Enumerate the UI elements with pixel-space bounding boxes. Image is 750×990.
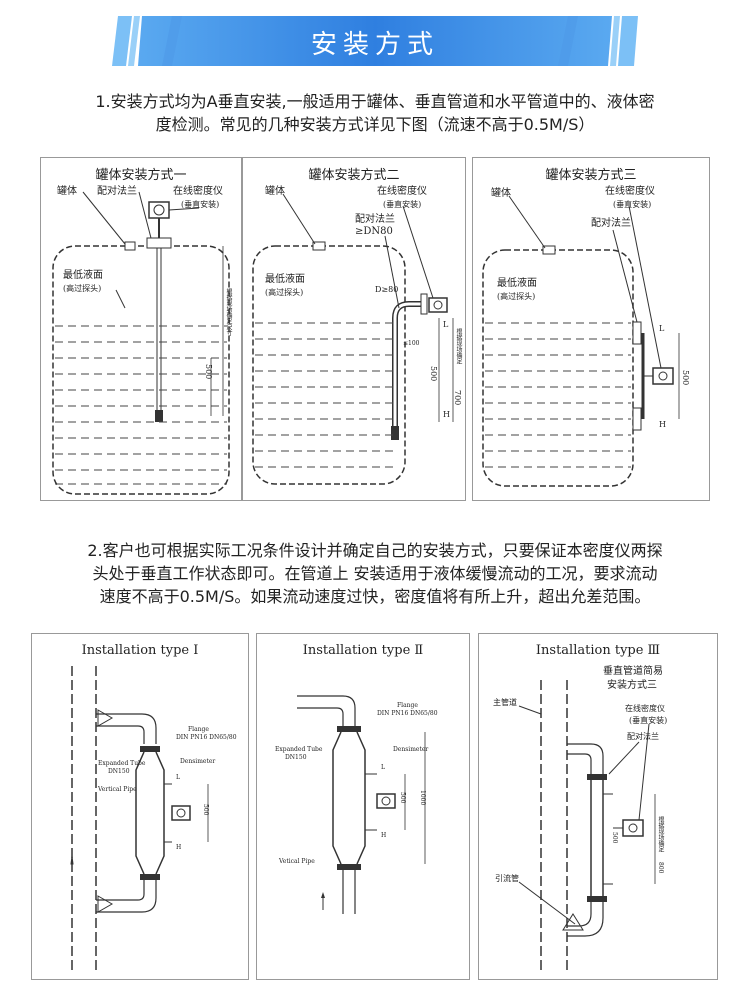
desc-line-3: 速度不高于0.5M/S。如果流动速度过快，密度值将有所上升，超出允差范围。 — [99, 587, 651, 606]
expanded-dn: DN150 — [285, 754, 307, 761]
pipe-panel-1: Installation type Ⅰ Flange DIN PN16 DN65… — [31, 633, 249, 980]
tank-diagram-1 — [52, 191, 230, 495]
tank-panel-1-title: 罐体安装方式一 — [95, 168, 187, 183]
dim-500: 500 — [681, 370, 690, 386]
expanded-dn: DN150 — [108, 768, 130, 775]
main-pipe-label: 主管道 — [493, 698, 517, 707]
intro-line-2: 度检测。常见的几种安装方式详见下图（流速不高于0.5M/S） — [155, 115, 595, 134]
pipe-panel-3-title: Installation type Ⅲ — [535, 643, 661, 658]
flange-spec: DIN PN16 DN65/80 — [377, 710, 438, 717]
tank-diagram-3 — [482, 195, 680, 487]
bypass-label: 引流管 — [495, 874, 519, 883]
tank-label: 罐体 — [57, 186, 77, 197]
device-label: 在线密度仪 — [625, 704, 665, 713]
flange-label: 配对法兰 — [97, 186, 137, 197]
dim-1000: 1000 — [419, 790, 426, 806]
expanded-tube-label: Expanded Tube — [98, 760, 146, 767]
min-level-label: 最低液面 — [497, 278, 537, 289]
vertical-pipe-label: Vertical Pipe — [98, 786, 137, 793]
tank-label: 罐体 — [491, 188, 511, 199]
flange-label: Flange — [397, 702, 418, 709]
min-level-label: 最低液面 — [63, 270, 103, 281]
intro-paragraph: 1.安装方式均为A垂直安装,一般适用于罐体、垂直管道和水平管道中的、液体密 度检… — [40, 90, 710, 136]
pipe-panel-2: Installation type Ⅱ Flange DIN PN16 DN65… — [256, 633, 470, 980]
h-label: H — [381, 832, 387, 839]
device-label: 在线密度仪 — [605, 186, 655, 197]
dn-label: ≥DN80 — [355, 226, 393, 237]
min-level-label: 最低液面 — [265, 274, 305, 285]
l-label: L — [176, 774, 180, 781]
flange-spec: DIN PN16 DN65/80 — [176, 734, 237, 741]
densimeter-label: Densimeter — [393, 746, 429, 753]
d-label: D≥80 — [375, 285, 399, 294]
pipe-diagram-2 — [297, 695, 426, 914]
tank-label: 罐体 — [265, 186, 285, 197]
tank-panel-2: 罐体安装方式二 罐体 在线密度仪 (垂直安装) 配对法兰 ≥DN80 D≥80 … — [242, 157, 466, 501]
subtitle-line-1: 垂直管道简易 — [603, 666, 663, 677]
vertical-pipe-label: Vetical Pipe — [279, 858, 315, 865]
subtitle-line-2: 安装方式三 — [607, 680, 657, 691]
dim-500: 500 — [399, 792, 406, 804]
dim-500: 500 — [611, 832, 618, 844]
dim-note: 根据现场确定 — [657, 816, 664, 852]
flange-label: 配对法兰 — [627, 732, 659, 741]
pipe-panel-2-title: Installation type Ⅱ — [302, 643, 424, 658]
h-label: H — [443, 410, 450, 419]
tank-panel-3-title: 罐体安装方式三 — [545, 168, 637, 183]
desc-line-1: 2.客户也可根据实际工况条件设计并确定自己的安装方式，只要保证本密度仪两探 — [87, 541, 663, 560]
device-note: (垂直安装) — [629, 716, 668, 725]
dim-note: 根据现场确定 — [455, 328, 462, 364]
l-label: L — [381, 764, 385, 771]
device-note: (垂直安装) — [613, 200, 652, 209]
angle-label: ≤100 — [403, 340, 420, 347]
description-paragraph: 2.客户也可根据实际工况条件设计并确定自己的安装方式，只要保证本密度仪两探 头处… — [40, 539, 710, 608]
dim-500: 500 — [204, 364, 213, 380]
h-label: H — [659, 420, 666, 429]
banner-background — [112, 16, 638, 66]
expanded-tube-label: Expanded Tube — [275, 746, 323, 753]
tank-panel-2-title: 罐体安装方式二 — [308, 168, 400, 183]
pipe-diagram-3 — [518, 680, 656, 974]
device-label: 在线密度仪 — [377, 186, 427, 197]
desc-line-2: 头处于垂直工作状态即可。在管道上 安装适用于液体缓慢流动的工况，要求流动 — [92, 564, 658, 583]
dim-700: 700 — [453, 390, 462, 406]
pipe-diagram-1 — [70, 666, 209, 974]
dim-800: 800 — [657, 862, 664, 874]
pipe-panel-3: Installation type Ⅲ 垂直管道简易 安装方式三 主管道 在线密… — [478, 633, 718, 980]
flange-label: Flange — [188, 726, 209, 733]
intro-line-1: 1.安装方式均为A垂直安装,一般适用于罐体、垂直管道和水平管道中的、液体密 — [95, 92, 655, 111]
l-label: L — [443, 320, 449, 329]
tank-diagram-2 — [252, 193, 454, 485]
pipe-panel-1-title: Installation type Ⅰ — [81, 643, 199, 658]
dim-500: 500 — [429, 366, 438, 382]
min-level-note: (高过探头) — [497, 292, 536, 301]
min-level-note: (高过探头) — [265, 288, 304, 297]
tank-panel-1: 罐体安装方式一 罐体 配对法兰 在线密度仪 (垂直安装) 最低液面 (高过探头)… — [40, 157, 242, 501]
device-note: (垂直安装) — [181, 200, 220, 209]
page-title: 安装方式 — [310, 30, 439, 60]
flange-label: 配对法兰 — [591, 218, 631, 229]
h-label: H — [176, 844, 182, 851]
title-banner: 安装方式 — [112, 16, 638, 66]
tank-panel-3: 罐体安装方式三 罐体 在线密度仪 (垂直安装) 配对法兰 最低液面 (高过探头)… — [472, 157, 710, 501]
device-note: (垂直安装) — [383, 200, 422, 209]
densimeter-label: Densimeter — [180, 758, 216, 765]
dim-note: 根据现场确定尺寸 — [225, 288, 232, 336]
min-level-note: (高过探头) — [63, 284, 102, 293]
flange-label: 配对法兰 — [355, 214, 395, 225]
l-label: L — [659, 324, 665, 333]
device-label: 在线密度仪 — [173, 186, 223, 197]
dim-500: 500 — [202, 804, 209, 816]
